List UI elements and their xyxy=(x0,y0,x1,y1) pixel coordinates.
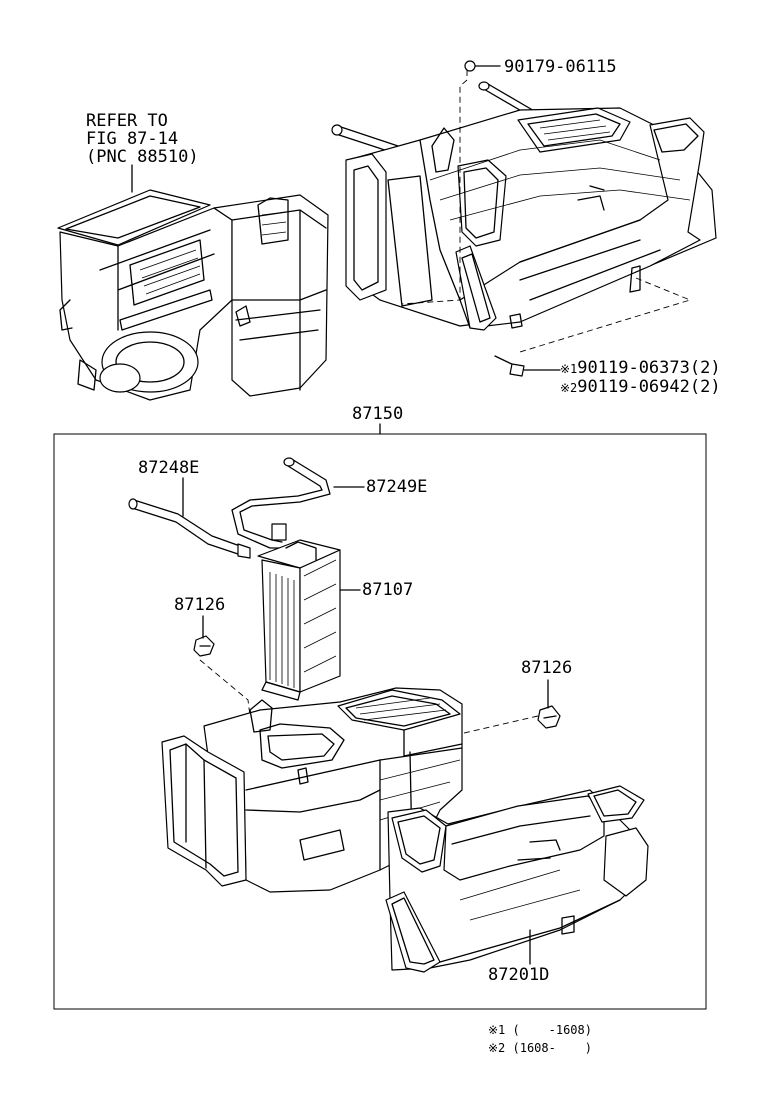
heater-core-drawing xyxy=(257,539,341,701)
part-pipe-right-label[interactable]: 87249E xyxy=(366,477,428,497)
bolt2-mark: ※2 xyxy=(560,381,578,395)
clip-right-dash xyxy=(459,715,539,735)
nut-leader xyxy=(401,70,468,305)
bolt-icon xyxy=(509,363,525,377)
part-nut-label[interactable]: 90179-06115 xyxy=(504,57,617,77)
part-bolt2-label[interactable]: ※290119-06942(2) xyxy=(560,378,721,397)
refer-line-1: REFER TO xyxy=(86,111,168,131)
clip-left-drawing xyxy=(193,635,215,657)
part-clip-left-label[interactable]: 87126 xyxy=(174,595,226,615)
part-clip-right-label[interactable]: 87126 xyxy=(521,658,573,678)
top-assembly-drawing xyxy=(331,81,717,331)
part-pipe-left-label[interactable]: 87248E xyxy=(138,458,200,478)
part-core-label[interactable]: 87107 xyxy=(362,580,414,600)
footnote-1: ※1 ( -1608) xyxy=(488,1023,592,1037)
refer-line-3: (PNC 88510) xyxy=(86,147,199,167)
footnote-2: ※2 (1608- ) xyxy=(488,1041,592,1055)
refer-line-2: FIG 87-14 xyxy=(86,129,179,149)
pipe-right-drawing xyxy=(231,457,331,549)
part-bolt1-label[interactable]: ※190119-06373(2) xyxy=(560,359,721,378)
bolt1-mark: ※1 xyxy=(560,362,578,376)
assembly-frame xyxy=(53,433,707,1010)
pipe-left-drawing xyxy=(128,498,251,559)
part-duct-label[interactable]: 87201D xyxy=(488,965,550,985)
duct-drawing xyxy=(385,785,649,973)
clip-right-drawing xyxy=(537,705,561,729)
bolt1-number[interactable]: 90119-06373(2) xyxy=(577,358,721,378)
clip-left-dash xyxy=(199,659,251,717)
nut-icon xyxy=(464,60,476,72)
bolt2-number[interactable]: 90119-06942(2) xyxy=(577,377,721,397)
blower-unit-drawing xyxy=(57,189,329,401)
part-assembly-label[interactable]: 87150 xyxy=(352,404,404,424)
